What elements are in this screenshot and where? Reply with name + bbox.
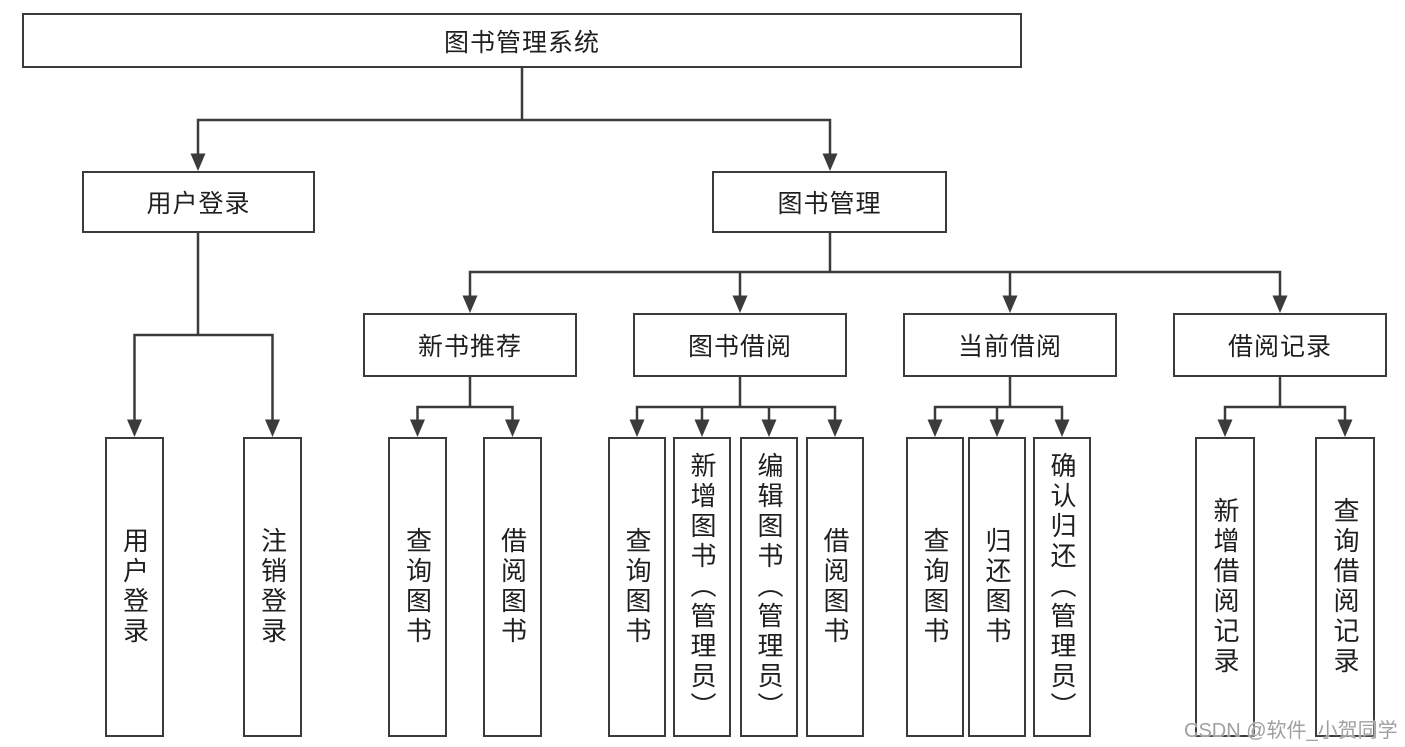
arrowhead	[410, 419, 425, 437]
arrowhead	[927, 419, 943, 437]
arrowheads	[127, 153, 1353, 437]
leaf-borrow-books-borrow: 借阅图书	[806, 437, 864, 737]
node-book-borrowing: 图书借阅	[633, 313, 847, 377]
leaf-label: 编辑图书（管理员）	[754, 452, 784, 722]
leaf-label: 新增借阅记录	[1210, 497, 1240, 677]
connector-borrowing-children	[635, 375, 837, 422]
leaf-label: 查询图书	[920, 527, 950, 647]
arrowhead	[1217, 419, 1233, 437]
leaf-user-login: 用户登录	[105, 437, 164, 737]
arrowhead	[629, 419, 645, 437]
leaf-label: 查询图书	[402, 527, 433, 647]
node-label: 新书推荐	[417, 333, 522, 361]
leaf-query-books-borrow: 查询图书	[608, 437, 666, 737]
leaf-label: 查询图书	[622, 527, 652, 647]
leaf-add-borrowing-record: 新增借阅记录	[1195, 437, 1255, 737]
leaf-return-books: 归还图书	[968, 437, 1026, 737]
node-library-management-system: 图书管理系统	[22, 13, 1022, 68]
arrowhead	[265, 419, 280, 437]
arrowhead	[989, 419, 1005, 437]
arrowhead	[761, 419, 777, 437]
leaf-query-books-current: 查询图书	[906, 437, 964, 737]
leaf-label: 确认归还（管理员）	[1047, 452, 1077, 722]
arrowhead	[190, 153, 206, 171]
leaf-edit-book-admin: 编辑图书（管理员）	[740, 437, 798, 737]
connector-root-to-level2	[196, 66, 832, 156]
arrowhead	[1272, 295, 1288, 313]
leaf-label: 借阅图书	[820, 527, 850, 647]
connector-new-books-children	[416, 375, 514, 422]
arrowhead	[1002, 295, 1018, 313]
arrowhead	[822, 153, 838, 171]
leaf-logout: 注销登录	[243, 437, 302, 737]
leaf-borrow-books-new: 借阅图书	[483, 437, 542, 737]
leaf-add-book-admin: 新增图书（管理员）	[673, 437, 731, 737]
arrowhead	[1337, 419, 1353, 437]
connector-user-login-children	[133, 231, 274, 422]
arrowhead	[505, 419, 520, 437]
leaf-query-borrowing-record: 查询借阅记录	[1315, 437, 1375, 737]
arrowhead	[732, 295, 748, 313]
node-new-book-recommendation: 新书推荐	[363, 313, 577, 377]
watermark-text: CSDN @软件_小贺同学	[1184, 720, 1398, 742]
node-label: 图书管理	[777, 190, 882, 218]
leaf-label: 注销登录	[257, 527, 288, 647]
leaf-label: 用户登录	[119, 527, 150, 647]
arrowhead	[462, 295, 478, 313]
node-current-borrowing: 当前借阅	[903, 313, 1117, 377]
leaf-query-books-new: 查询图书	[388, 437, 447, 737]
node-label: 用户登录	[146, 190, 251, 218]
connector-book-management-children	[468, 231, 1282, 298]
arrowhead	[127, 419, 142, 437]
leaf-label: 借阅图书	[497, 527, 528, 647]
connector-records-children	[1223, 375, 1347, 422]
node-label: 图书管理系统	[443, 28, 600, 57]
node-label: 借阅记录	[1227, 333, 1332, 361]
node-label: 图书借阅	[687, 333, 792, 361]
leaf-confirm-return-admin: 确认归还（管理员）	[1033, 437, 1091, 737]
leaf-label: 新增图书（管理员）	[687, 452, 717, 722]
arrowhead	[827, 419, 843, 437]
connector-current-children	[933, 375, 1064, 422]
arrowhead	[1054, 419, 1070, 437]
node-book-management: 图书管理	[712, 171, 947, 233]
node-label: 当前借阅	[957, 333, 1062, 361]
leaf-label: 归还图书	[982, 527, 1012, 647]
node-borrowing-records: 借阅记录	[1173, 313, 1387, 377]
node-user-login: 用户登录	[82, 171, 315, 233]
arrowhead	[694, 419, 710, 437]
leaf-label: 查询借阅记录	[1330, 497, 1360, 677]
